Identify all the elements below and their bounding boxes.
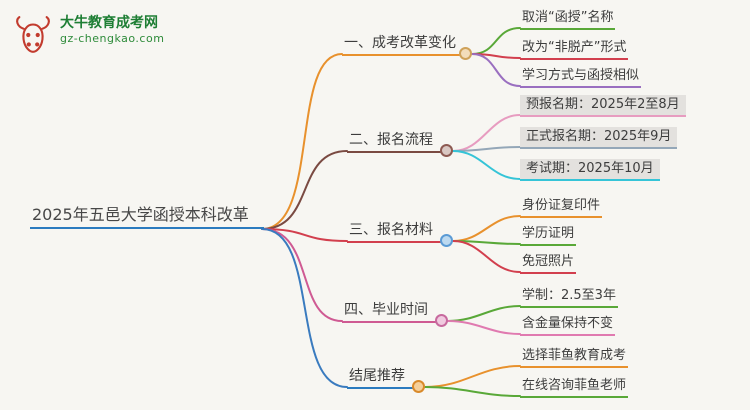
leaf-node: 正式报名期：2025年9月 (520, 127, 678, 149)
root-node: 2025年五邑大学函授本科改革 (30, 205, 264, 229)
site-logo: 大牛教育成考网 gz-chengkao.com (12, 14, 164, 56)
branch-dot (412, 380, 425, 393)
leaf-node: 在线咨询菲鱼老师 (520, 378, 629, 398)
logo-subtitle: gz-chengkao.com (60, 32, 165, 45)
branch-node-reform-changes: 一、成考改革变化 (342, 34, 464, 56)
leaf-node: 含金量保持不变 (520, 316, 616, 336)
leaf-node: 免冠照片 (520, 254, 577, 274)
branch-dot (435, 314, 448, 327)
branch-node-final-recommendation: 结尾推荐 (347, 367, 417, 389)
logo-title: 大牛教育成考网 (60, 15, 158, 31)
branch-dot (440, 234, 453, 247)
leaf-node: 考试期：2025年10月 (520, 159, 660, 181)
leaf-node: 取消“函授”名称 (520, 10, 616, 30)
leaf-node: 学历证明 (520, 226, 577, 246)
leaf-node: 学制：2.5至3年 (520, 288, 618, 308)
branch-dot (440, 144, 453, 157)
branch-node-graduation-time: 四、毕业时间 (342, 301, 440, 323)
leaf-node: 改为“非脱产”形式 (520, 40, 629, 60)
branch-dot (459, 47, 472, 60)
branch-node-signup-process: 二、报名流程 (347, 131, 445, 153)
leaf-node: 选择菲鱼教育成考 (520, 348, 629, 368)
leaf-node: 预报名期：2025年2至8月 (520, 95, 686, 117)
leaf-node: 身份证复印件 (520, 198, 603, 218)
bull-logo-icon (16, 16, 50, 53)
branch-node-signup-materials: 三、报名材料 (347, 221, 445, 243)
leaf-node: 学习方式与函授相似 (520, 68, 642, 88)
